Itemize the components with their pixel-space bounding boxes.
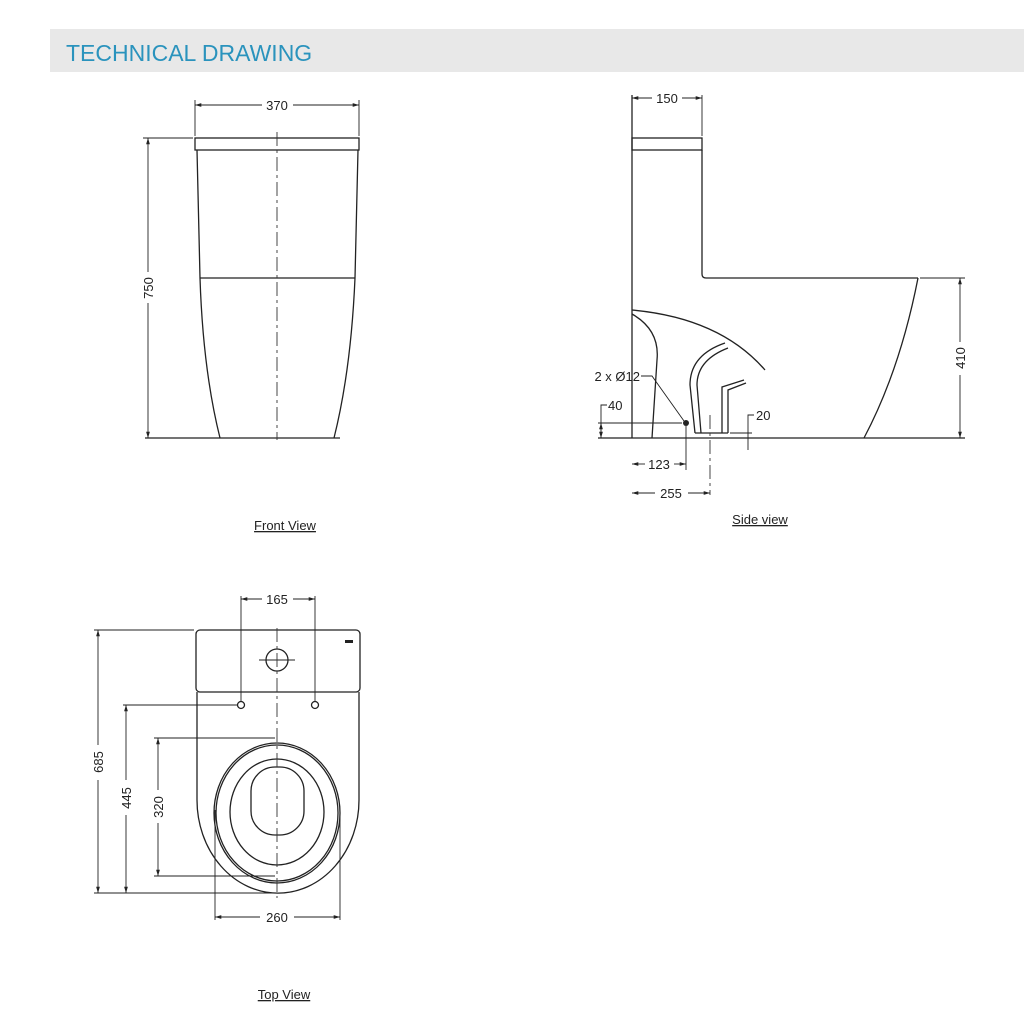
hole-offset-dimension: 123 [648, 457, 670, 472]
side-view-caption: Side view [732, 512, 788, 527]
outlet-height-dimension: 20 [756, 408, 770, 423]
bowl-width-dimension: 260 [266, 910, 288, 925]
top-view-caption: Top View [258, 987, 311, 1002]
hole-height-dimension: 40 [608, 398, 622, 413]
total-length-dimension: 685 [91, 751, 106, 773]
holes-to-front-dimension: 445 [119, 787, 134, 809]
header-band [50, 29, 1024, 72]
front-height-dimension: 750 [141, 277, 156, 299]
front-view [143, 100, 360, 440]
side-depth-dimension: 150 [656, 91, 678, 106]
side-view [598, 95, 965, 495]
page-title: TECHNICAL DRAWING [66, 40, 312, 66]
side-height-dimension: 410 [953, 347, 968, 369]
bowl-length-dimension: 320 [151, 796, 166, 818]
outlet-offset-dimension: 255 [660, 486, 682, 501]
front-width-dimension: 370 [266, 98, 288, 113]
hole-spacing-dimension: 165 [266, 592, 288, 607]
front-view-caption: Front View [254, 518, 317, 533]
hole-diameter-label: 2 x Ø12 [594, 369, 640, 384]
top-view [94, 596, 361, 920]
